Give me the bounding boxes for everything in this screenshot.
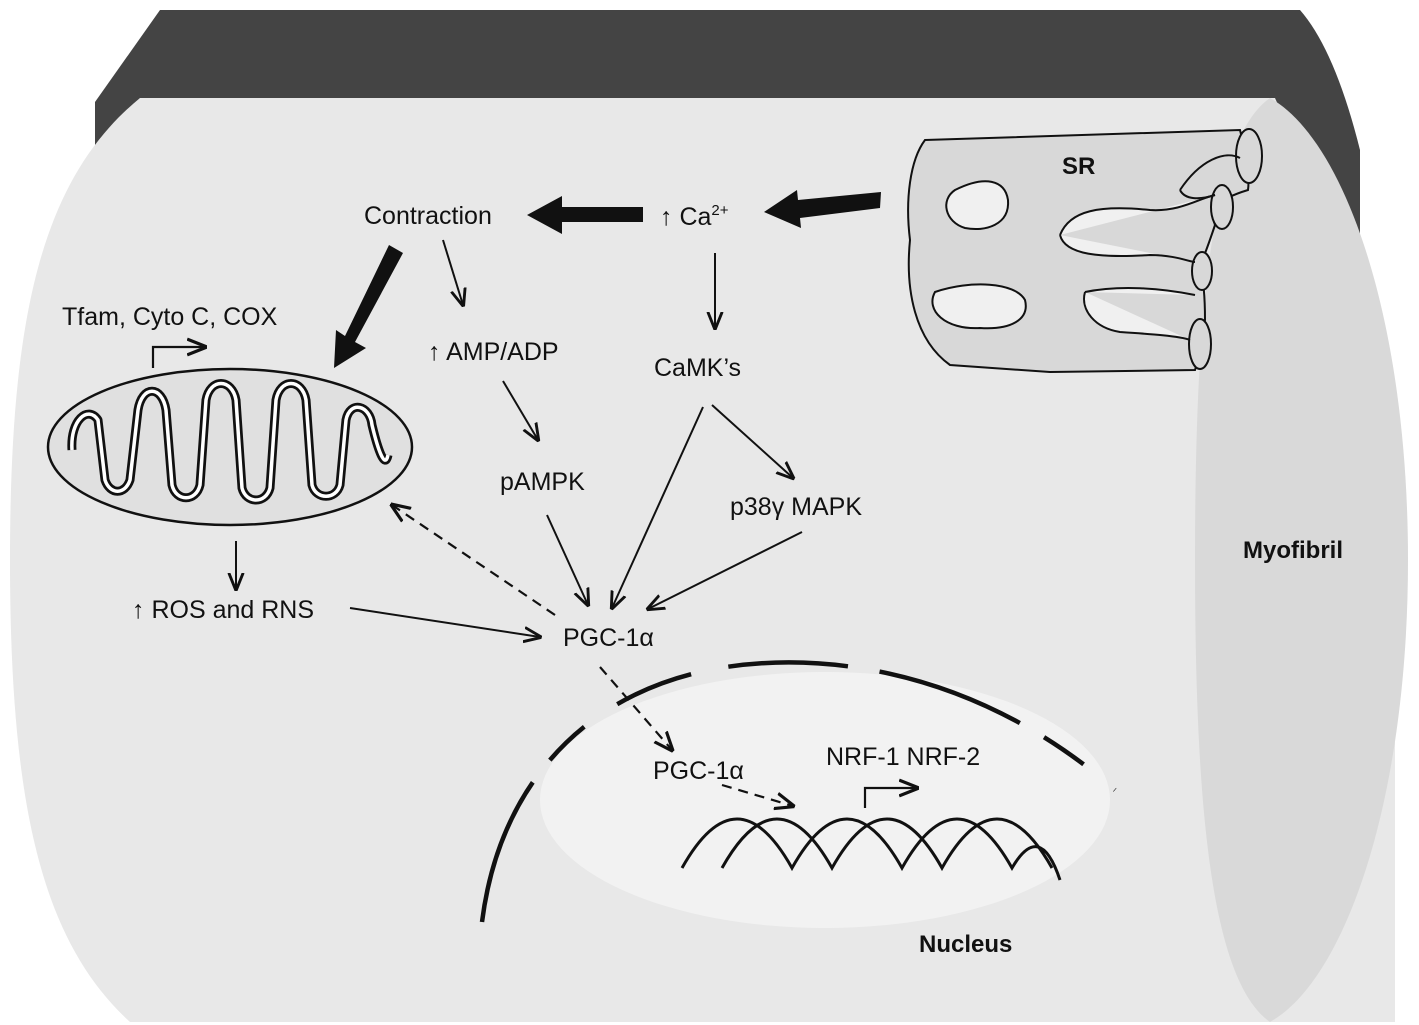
pgc1a-nucleus-label: PGC-1α: [653, 757, 744, 785]
calcium-label-main: ↑ Ca: [660, 203, 712, 231]
mitochondrion: [48, 369, 412, 525]
sr-tube-end-1: [1236, 129, 1262, 183]
sr-tube-end-4: [1189, 319, 1211, 369]
nucleus-label: Nucleus: [919, 931, 1012, 958]
sr-tube-end-2: [1211, 185, 1233, 229]
contraction-label: Contraction: [364, 202, 492, 230]
ros-rns-label: ↑ ROS and RNS: [132, 596, 314, 624]
nrf-label: NRF-1 NRF-2: [826, 743, 980, 771]
sr-label: SR: [1062, 153, 1095, 180]
myofibril-label: Myofibril: [1243, 537, 1343, 564]
p38-mapk-label: p38γ MAPK: [730, 493, 862, 521]
pampk-label: pAMPK: [500, 468, 585, 496]
camks-label: CaMK’s: [654, 354, 741, 382]
pgc1a-cytoplasm-label: PGC-1α: [563, 624, 654, 652]
sr-pocket-2: [932, 284, 1025, 328]
nucleus-interior: [540, 672, 1110, 928]
amp-adp-label: ↑ AMP/ADP: [428, 338, 559, 366]
calcium-label-superscript: 2+: [711, 202, 728, 219]
tfam-cyto-cox-label: Tfam, Cyto C, COX: [62, 303, 278, 331]
sr-tube-end-3: [1192, 252, 1212, 290]
